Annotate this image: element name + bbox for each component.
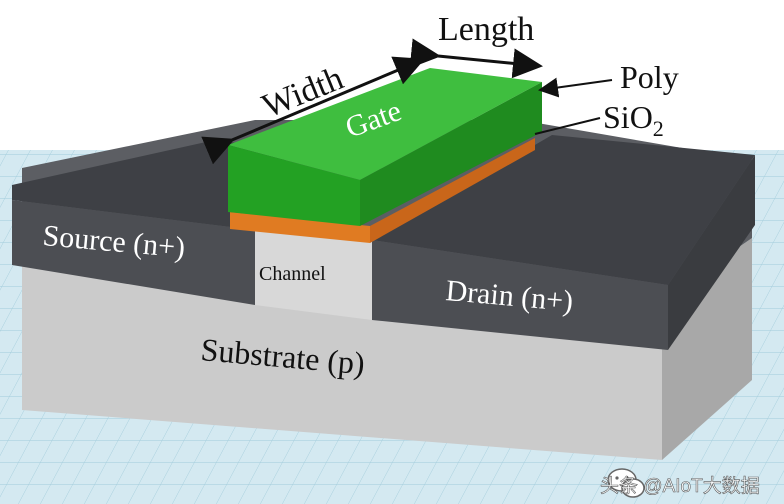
length-label: Length — [438, 11, 534, 48]
sio2-label-subscript: 2 — [653, 116, 664, 141]
channel-gap — [255, 230, 372, 320]
drain-region-top — [372, 135, 755, 285]
poly-label: Poly — [620, 59, 679, 95]
sio2-label-main: SiO — [603, 99, 653, 135]
wechat-bubble-icon — [607, 468, 645, 498]
sio2-label: SiO2 — [603, 99, 664, 141]
watermark-text: 头条 @AIoT大数据 — [600, 475, 760, 497]
poly-leader-line — [538, 77, 613, 98]
width-arrow — [201, 56, 425, 165]
drain-region-side — [668, 155, 755, 350]
oxide-front — [230, 212, 370, 243]
source-region-front — [12, 200, 255, 305]
gate-front — [228, 145, 360, 226]
watermark: 头条 @AIoT大数据 — [600, 468, 760, 498]
oxide-side — [370, 138, 535, 243]
gate-side — [360, 82, 542, 226]
sio2-leader-line — [534, 117, 601, 135]
length-arrow — [409, 38, 543, 79]
channel-label: Channel — [259, 263, 326, 285]
drain-region-front — [372, 240, 668, 350]
